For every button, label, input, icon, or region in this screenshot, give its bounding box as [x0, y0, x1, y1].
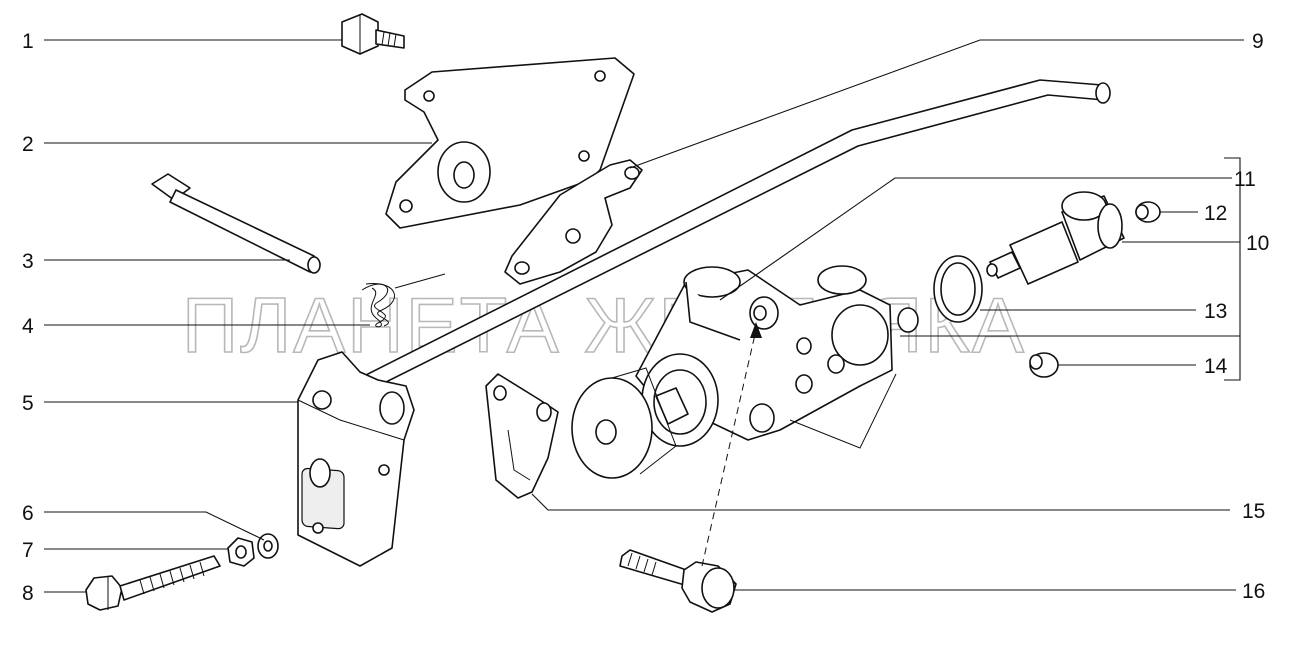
callout-8: 8: [22, 582, 34, 605]
arrow-head: [750, 322, 762, 338]
callout-6: 6: [22, 502, 34, 525]
part-cylinder-body: [635, 265, 919, 449]
callout-5: 5: [22, 392, 34, 415]
callout-10: 10: [1246, 232, 1269, 255]
callout-14: 14: [1204, 355, 1228, 378]
assembly-direction-arrow: [701, 329, 757, 567]
part-7-nut: [227, 537, 255, 567]
callout-2: 2: [22, 133, 34, 156]
callout-12: 12: [1204, 202, 1227, 225]
part-6-spring-washer: [257, 533, 279, 559]
callout-labels: 1 2 3 4 5 6 7 8 9 11 12 10 13 14 15 16: [22, 30, 1269, 605]
part-16-bolt: [619, 549, 737, 613]
part-small-lever-bracket: [504, 159, 643, 285]
callout-15: 15: [1242, 500, 1265, 523]
callout-9: 9: [1252, 30, 1264, 53]
part-8-long-bolt: [85, 555, 221, 611]
part-15-bracket: [485, 373, 559, 499]
part-1-bolt: [341, 13, 405, 55]
callout-4: 4: [22, 315, 34, 338]
callout-7: 7: [22, 539, 34, 562]
leader-lines: [44, 39, 1244, 593]
part-14-plug: [1029, 352, 1059, 378]
callout-11: 11: [1234, 168, 1256, 191]
part-3-pin: [151, 173, 321, 274]
part-2-bracket: [385, 57, 635, 229]
callout-16: 16: [1242, 580, 1265, 603]
part-4-spring: [361, 273, 446, 328]
part-5-lever: [297, 351, 415, 567]
part-12-cap: [1135, 201, 1161, 223]
part-13-seal-ring: [933, 255, 983, 323]
part-boot-washer: [571, 367, 677, 479]
part-9-rod: [355, 79, 1111, 393]
callout-3: 3: [22, 250, 34, 273]
callout-13: 13: [1204, 300, 1227, 323]
part-10-valve-assembly: [986, 191, 1125, 285]
callout-1: 1: [22, 30, 34, 53]
